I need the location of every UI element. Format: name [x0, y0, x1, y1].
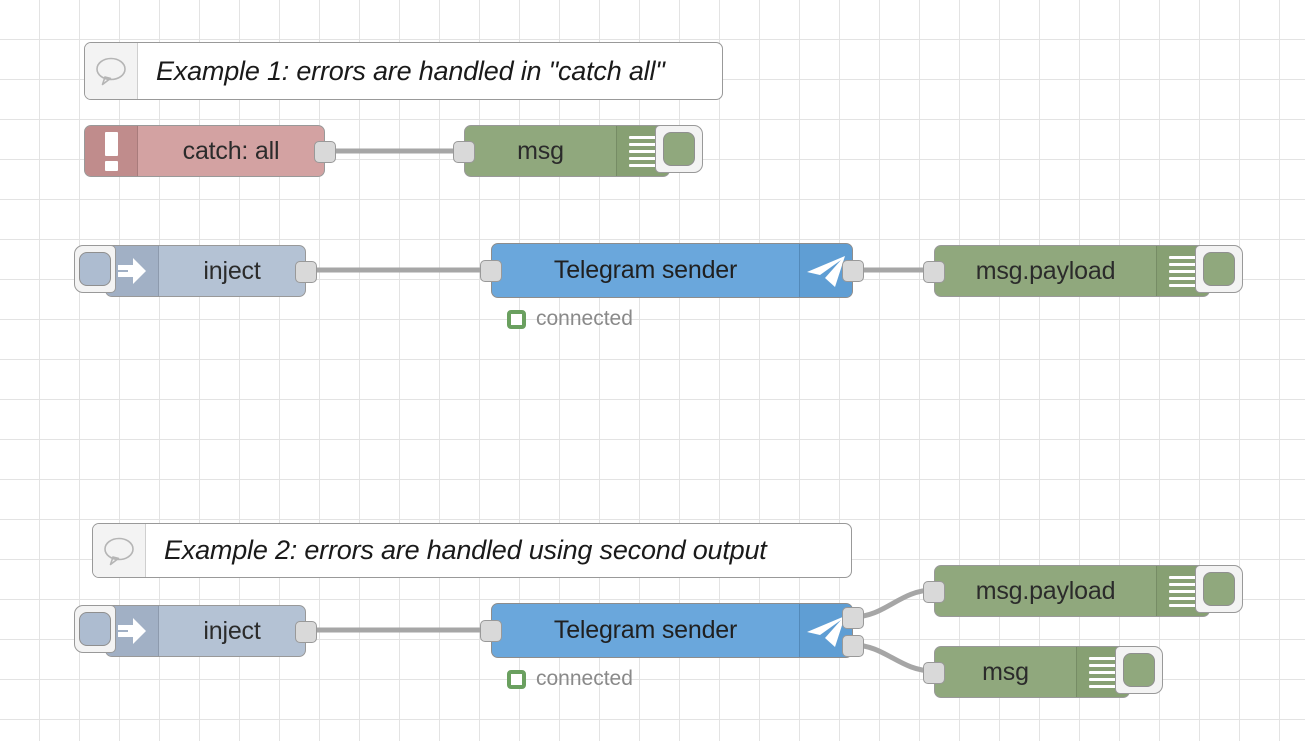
- inject-trigger-indicator: [79, 252, 111, 286]
- debug-input-port-example1[interactable]: [453, 141, 475, 163]
- debug-node-payload-flow2[interactable]: msg.payload: [923, 565, 1243, 617]
- debug-toggle-indicator: [663, 132, 695, 166]
- catch-node-label: catch: all: [182, 136, 280, 165]
- debug-toggle-button-example1[interactable]: [655, 125, 703, 173]
- telegram-output-port-2-flow2[interactable]: [842, 635, 864, 657]
- comment-node-example1[interactable]: Example 1: errors are handled in "catch …: [84, 42, 723, 100]
- debug-toggle-indicator: [1123, 653, 1155, 687]
- telegram-status-text-flow2: connected: [536, 667, 633, 690]
- comment-node-example2[interactable]: Example 2: errors are handled using seco…: [92, 523, 852, 578]
- inject-node-flow1[interactable]: inject: [74, 245, 317, 297]
- debug-node-payload-label-flow2: msg.payload: [975, 576, 1116, 605]
- inject-trigger-indicator: [79, 612, 111, 646]
- telegram-status-flow2: connected: [507, 667, 633, 691]
- inject-node-flow2[interactable]: inject: [74, 605, 317, 657]
- debug-toggle-button-flow1[interactable]: [1195, 245, 1243, 293]
- telegram-status-text-flow1: connected: [536, 307, 633, 330]
- inject-node-label-flow2: inject: [203, 616, 261, 645]
- debug-msg-toggle-button-flow2[interactable]: [1115, 646, 1163, 694]
- inject-node-label-flow1: inject: [203, 256, 261, 285]
- debug-node-label-example1: msg: [517, 136, 564, 165]
- status-square-icon: [507, 309, 526, 329]
- inject-output-port-flow2[interactable]: [295, 621, 317, 643]
- catch-output-port[interactable]: [314, 141, 336, 163]
- debug-msg-input-port-flow2[interactable]: [923, 662, 945, 684]
- debug-input-port-flow1[interactable]: [923, 261, 945, 283]
- comment-bubble-icon: [85, 43, 138, 99]
- comment-bubble-icon: [93, 524, 146, 577]
- exclamation-icon: [85, 126, 138, 176]
- catch-node[interactable]: catch: all: [84, 125, 336, 177]
- telegram-node-label-flow2: Telegram sender: [553, 616, 738, 644]
- debug-node-msg-example1[interactable]: msg: [453, 125, 703, 177]
- telegram-sender-node-flow2[interactable]: Telegram sender: [480, 603, 864, 658]
- inject-trigger-button-flow2[interactable]: [74, 605, 116, 653]
- status-square-icon: [507, 669, 526, 689]
- comment-text-example2: Example 2: errors are handled using seco…: [164, 535, 767, 565]
- wire-telegram-out2-to-debug-msg[interactable]: [850, 642, 936, 674]
- telegram-input-port-flow2[interactable]: [480, 620, 502, 642]
- telegram-input-port-flow1[interactable]: [480, 260, 502, 282]
- debug-node-payload-flow1[interactable]: msg.payload: [923, 245, 1243, 297]
- telegram-node-label-flow1: Telegram sender: [553, 256, 738, 284]
- inject-output-port-flow1[interactable]: [295, 261, 317, 283]
- debug-payload-input-port-flow2[interactable]: [923, 581, 945, 603]
- debug-node-msg-flow2[interactable]: msg: [923, 646, 1163, 698]
- telegram-output-port-1-flow2[interactable]: [842, 607, 864, 629]
- wire-telegram-out1-to-debug-payload[interactable]: [850, 587, 936, 620]
- debug-toggle-indicator: [1203, 252, 1235, 286]
- debug-toggle-indicator: [1203, 572, 1235, 606]
- debug-node-msg-label-flow2: msg: [982, 657, 1029, 686]
- debug-payload-toggle-button-flow2[interactable]: [1195, 565, 1243, 613]
- debug-node-label-flow1: msg.payload: [975, 256, 1116, 285]
- telegram-output-port-flow1[interactable]: [842, 260, 864, 282]
- inject-trigger-button-flow1[interactable]: [74, 245, 116, 293]
- telegram-status-flow1: connected: [507, 307, 633, 331]
- telegram-sender-node-flow1[interactable]: Telegram sender: [480, 243, 864, 298]
- comment-text-example1: Example 1: errors are handled in "catch …: [156, 55, 665, 86]
